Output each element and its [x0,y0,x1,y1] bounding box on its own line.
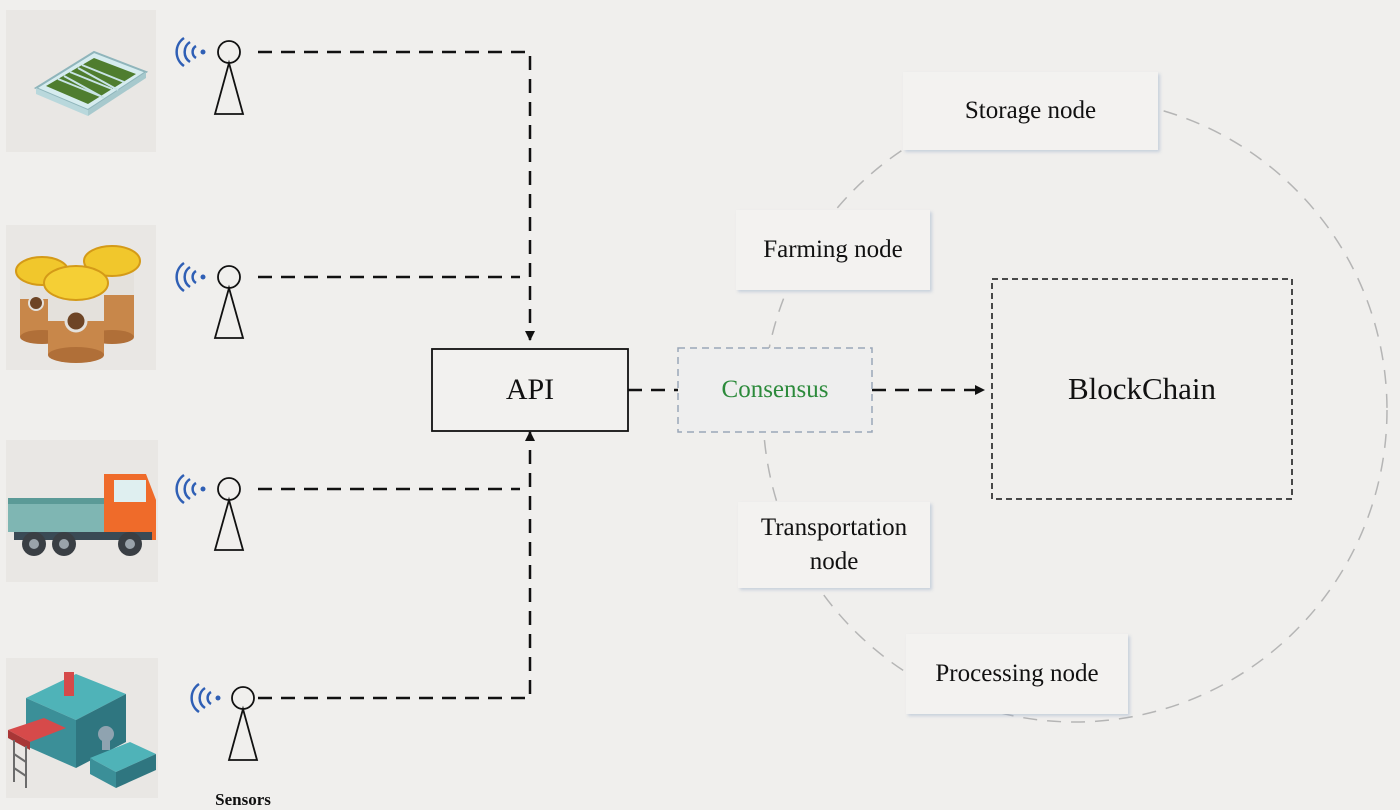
api-box [431,348,629,432]
ice-tray-image [6,10,156,152]
farming-node-text: Farming node [763,236,903,263]
processing-node-text: Processing node [935,660,1099,687]
blockchain-box [991,278,1293,500]
silo-image [6,225,156,370]
consensus-label: Consensus [721,376,829,403]
api-label: API [505,373,555,406]
sensors-caption: Sensors [215,790,271,809]
sensor-icon [175,261,245,339]
sensor-icon [190,682,259,761]
processing-node-label: Processing node [906,634,1128,714]
farming-node-label: Farming node [736,210,930,290]
consensus-box [677,347,873,433]
transportation-node-label: Transportation node [738,502,930,588]
storage-node-text: Storage node [964,97,1097,124]
storage-node-label: Storage node [903,72,1158,150]
sensor-connections [258,50,985,700]
transportation-node-text: Transportation node [760,514,908,575]
factory-image [6,658,158,798]
blockchain-label: BlockChain [1067,371,1217,406]
truck-image [6,440,158,582]
sensor-icon [175,473,245,551]
sensor-icon [175,36,245,115]
